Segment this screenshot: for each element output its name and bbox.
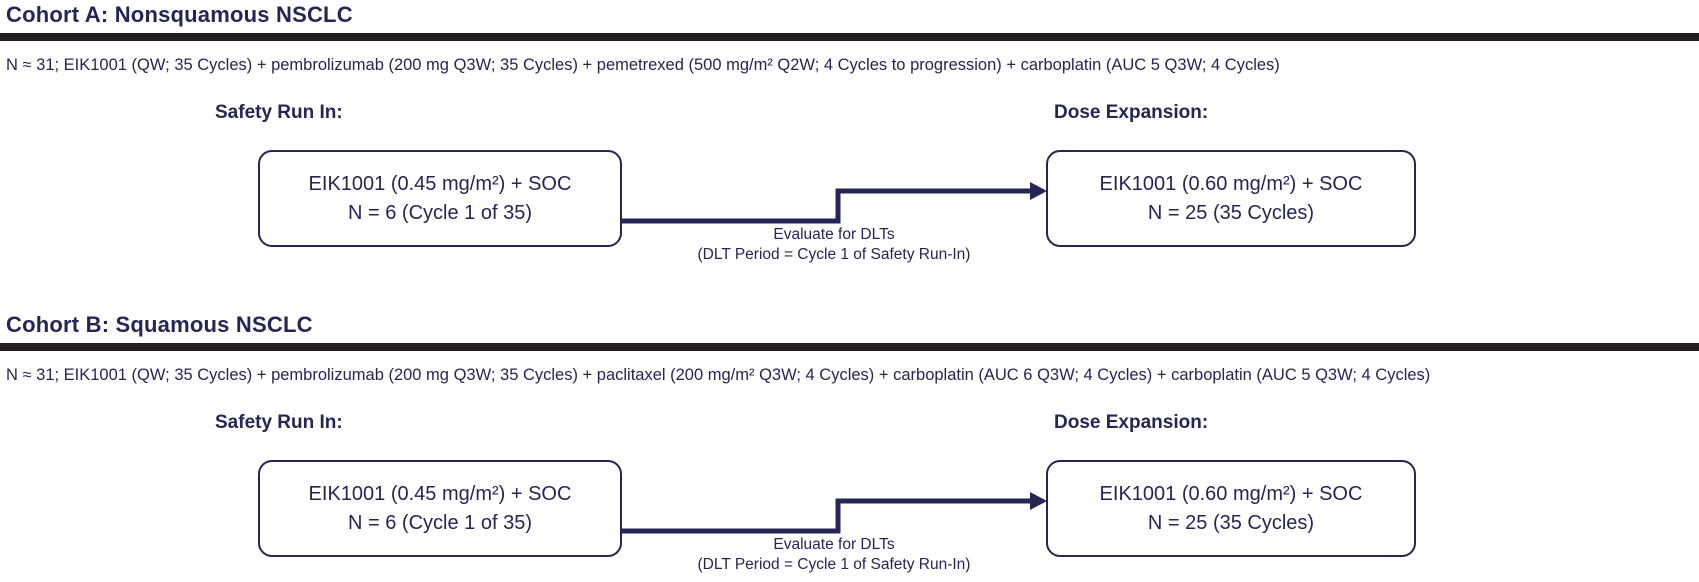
dose-box-line2: N = 25 (35 Cycles) — [1147, 201, 1315, 224]
safety-run-in-box: EIK1001 (0.45 mg/m²) + SOC N = 6 (Cycle … — [258, 460, 622, 557]
evaluate-dlts-label: Evaluate for DLTs — [773, 226, 895, 243]
dose-expansion-label: Dose Expansion: — [1054, 412, 1209, 433]
dose-box-line1: EIK1001 (0.60 mg/m²) + SOC — [1099, 482, 1363, 505]
cohort-a-section: Cohort A: Nonsquamous NSCLC N ≈ 31; EIK1… — [0, 2, 1699, 274]
cohort-a-regimen-text: N ≈ 31; EIK1001 (QW; 35 Cycles) + pembro… — [6, 56, 1280, 74]
cohort-b-regimen-text: N ≈ 31; EIK1001 (QW; 35 Cycles) + pembro… — [6, 366, 1431, 384]
section-divider — [0, 33, 1699, 41]
dlt-period-label: (DLT Period = Cycle 1 of Safety Run-In) — [697, 556, 971, 573]
safety-box-line2: N = 6 (Cycle 1 of 35) — [348, 201, 532, 224]
safety-box-line1: EIK1001 (0.45 mg/m²) + SOC — [308, 172, 572, 195]
dose-expansion-box: EIK1001 (0.60 mg/m²) + SOC N = 25 (35 Cy… — [1046, 460, 1416, 557]
section-divider — [0, 343, 1699, 351]
dose-box-line2: N = 25 (35 Cycles) — [1147, 511, 1315, 534]
evaluate-dlts-label: Evaluate for DLTs — [773, 536, 895, 553]
cohort-b-title: Cohort B: Squamous NSCLC — [6, 312, 313, 337]
safety-run-in-label: Safety Run In: — [215, 102, 343, 123]
safety-box-line2: N = 6 (Cycle 1 of 35) — [348, 511, 532, 534]
safety-box-line1: EIK1001 (0.45 mg/m²) + SOC — [308, 482, 572, 505]
cohort-b-section: Cohort B: Squamous NSCLC N ≈ 31; EIK1001… — [0, 312, 1699, 582]
dose-expansion-box: EIK1001 (0.60 mg/m²) + SOC N = 25 (35 Cy… — [1046, 150, 1416, 247]
safety-run-in-box: EIK1001 (0.45 mg/m²) + SOC N = 6 (Cycle … — [258, 150, 622, 247]
dose-expansion-label: Dose Expansion: — [1054, 102, 1209, 123]
cohort-a-title: Cohort A: Nonsquamous NSCLC — [6, 2, 353, 27]
safety-run-in-label: Safety Run In: — [215, 412, 343, 433]
dlt-period-label: (DLT Period = Cycle 1 of Safety Run-In) — [697, 246, 971, 263]
dose-box-line1: EIK1001 (0.60 mg/m²) + SOC — [1099, 172, 1363, 195]
